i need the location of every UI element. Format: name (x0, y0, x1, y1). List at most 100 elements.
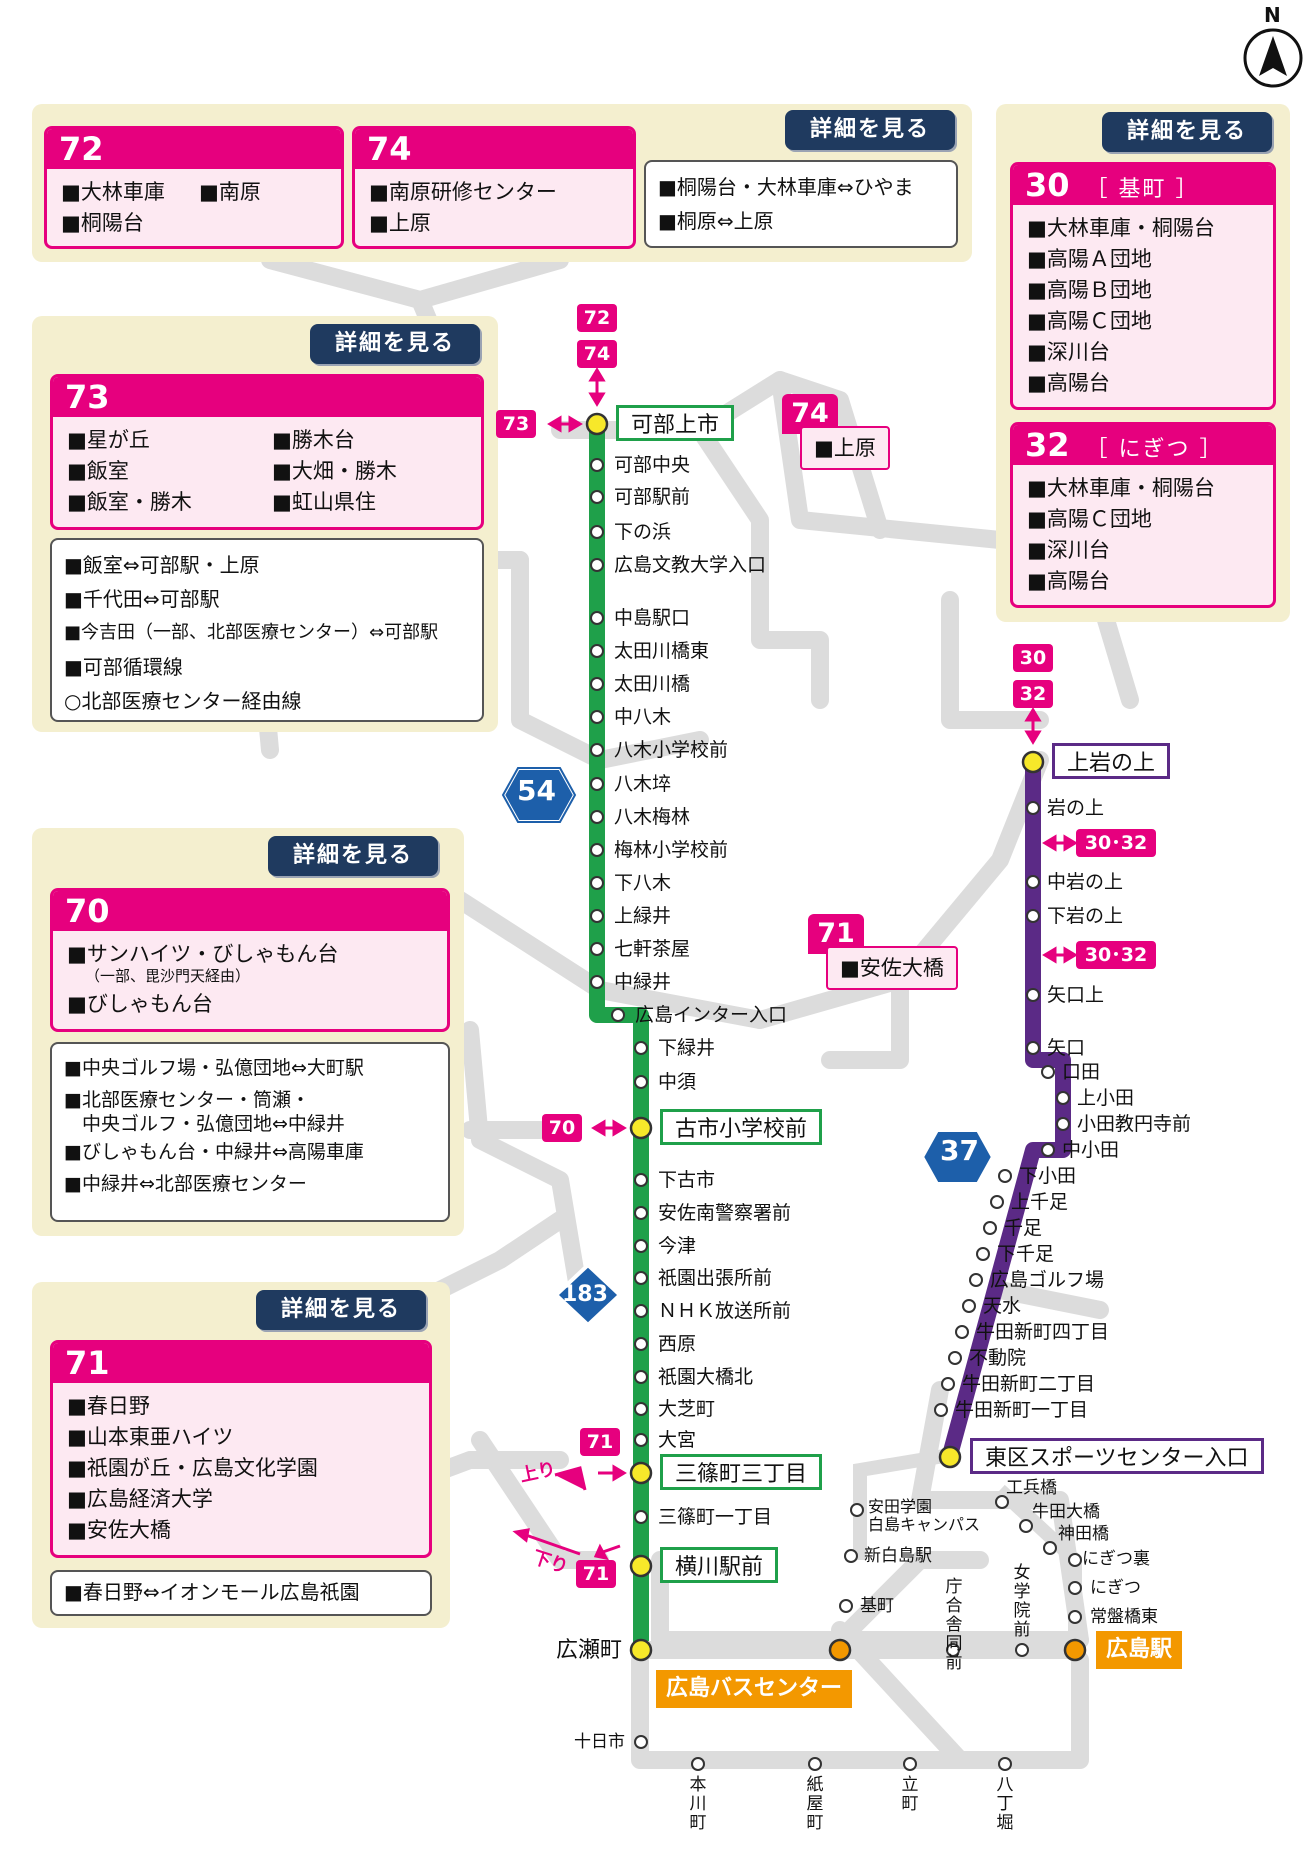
detail-button-71[interactable]: 詳細を見る (256, 1290, 426, 1330)
stop-motomachi: 基町 (860, 1596, 894, 1616)
green-stop-marker (634, 1433, 648, 1447)
callout-74-number: 74 (782, 394, 838, 434)
stop-shin-hakushima: 新白島駅 (864, 1546, 932, 1566)
stop-bus-center-marker (828, 1638, 852, 1662)
green-stop-marker (590, 558, 604, 572)
purple-stop-marker (998, 1169, 1012, 1183)
route-30-number-text: 30 (1025, 166, 1070, 204)
green-stop-label: 下緑井 (658, 1037, 716, 1059)
green-stop-label: 七軒茶屋 (614, 938, 691, 960)
green-stop-marker (634, 1370, 648, 1384)
green-stop-marker (634, 1271, 648, 1285)
green-stop-marker (634, 1206, 648, 1220)
stop-kamiiwanoue: 上岩の上 (1052, 743, 1171, 779)
line-entry: ■中緑井⇔北部医療センター (64, 1173, 307, 1195)
route-32-stop: ■大林車庫・桐陽台 (1027, 476, 1215, 500)
route-74-stop: ■上原 (369, 211, 431, 235)
purple-stop-label: 下小田 (1019, 1165, 1077, 1187)
route-71-number: 71 (53, 1343, 429, 1383)
callout-route-74: 74 ■上原 (782, 394, 890, 470)
tag-route-74: 74 (577, 340, 617, 368)
green-stop-label: 下古市 (658, 1169, 716, 1191)
route-73-stop: ■星が丘 (67, 428, 150, 452)
route-73-number: 73 (53, 377, 481, 417)
purple-stop-marker (1041, 1065, 1055, 1079)
purple-stop-marker (1056, 1117, 1070, 1131)
purple-stop-marker (983, 1221, 997, 1235)
stop-hiroshima-station-marker (1063, 1638, 1087, 1662)
route-30-stop: ■高陽Ｂ団地 (1027, 278, 1152, 302)
purple-stop-marker (1056, 1091, 1070, 1105)
card-route-72: 72 ■大林車庫 ■南原 ■桐陽台 (44, 126, 344, 249)
line-entry: ■中央ゴルフ場・弘億団地⇔大町駅 (64, 1057, 364, 1079)
green-stop-marker (634, 1075, 648, 1089)
green-stop-marker (590, 909, 604, 923)
detail-button-70[interactable]: 詳細を見る (268, 836, 438, 876)
route-30-stop: ■高陽台 (1027, 371, 1110, 395)
north-compass-icon (1243, 28, 1303, 88)
green-stop-label: 梅林小学校前 (614, 839, 729, 861)
green-stop-marker (634, 1304, 648, 1318)
card-route-70: 70 ■サンハイツ・びしゃもん台 （一部、毘沙門天経由） ■びしゃもん台 (50, 888, 450, 1032)
detail-button-30-32[interactable]: 詳細を見る (1102, 112, 1272, 152)
line-entry: 中央ゴルフ・弘億団地⇔中緑井 (82, 1113, 345, 1135)
stop-kamiiwa-marker (1021, 750, 1045, 774)
stop-kabe-kamiichi-marker (585, 412, 609, 436)
green-stop-label: 八木小学校前 (614, 739, 729, 761)
route-71-stop: ■安佐大橋 (67, 1518, 171, 1542)
green-stop-label: 中緑井 (614, 971, 672, 993)
purple-stop-label: 口田 (1062, 1061, 1101, 1083)
purple-stop-marker (1026, 1041, 1040, 1055)
stop-tokaichi: 十日市 (574, 1732, 625, 1752)
route-70-stop-note: （一部、毘沙門天経由） (85, 967, 251, 985)
purple-line-stops (934, 801, 1070, 1417)
route-70-stop: ■びしゃもん台 (67, 992, 213, 1016)
route-37-shield-icon (919, 1128, 996, 1186)
detail-button-72-74[interactable]: 詳細を見る (785, 110, 955, 150)
purple-stop-marker (990, 1195, 1004, 1209)
green-stop-label: 中八木 (614, 706, 672, 728)
purple-stop-marker (1026, 801, 1040, 815)
card-route-73: 73 ■星が丘 ■勝木台 ■飯室 ■大畑・勝木 ■飯室・勝木 ■虹山県住 (50, 374, 484, 530)
green-stop-label: 三篠町一丁目 (658, 1506, 773, 1528)
route-73-stop: ■飯室・勝木 (67, 490, 192, 514)
purple-stop-marker (969, 1273, 983, 1287)
stop-furuichi-shogakko: 古市小学校前 (660, 1109, 823, 1145)
route-30-number: 30 ［ 基町 ］ (1013, 165, 1273, 205)
green-stop-label: 広島文教大学入口 (614, 554, 767, 576)
green-stop-marker (590, 677, 604, 691)
purple-stop-label: 下岩の上 (1047, 905, 1124, 927)
stop-kamiyacho: 紙屋町 (806, 1775, 824, 1833)
route-32-number-text: 32 (1025, 426, 1070, 464)
detail-button-73[interactable]: 詳細を見る (310, 324, 480, 364)
stop-kohei-bashi: 工兵橋 (1006, 1478, 1057, 1498)
route-74-stop: ■南原研修センター (369, 180, 557, 204)
line-entry: ■飯室⇔可部駅・上原 (64, 553, 260, 577)
stop-yasuda-gakuen: 安田学園 (868, 1497, 933, 1516)
card-route-74: 74 ■南原研修センター ■上原 (352, 126, 636, 249)
stop-higashiku-marker (938, 1445, 962, 1469)
green-stop-label: 下八木 (614, 872, 672, 894)
tag-route-32: 32 (1013, 680, 1053, 708)
purple-stop-label: 牛田新町一丁目 (955, 1399, 1089, 1421)
card-route-71: 71 ■春日野 ■山本東亜ハイツ ■祇園が丘・広島文化学園 ■広島経済大学 ■安… (50, 1340, 432, 1558)
lines-box-73: ■飯室⇔可部駅・上原 ■千代田⇔可部駅 ■今吉田（一部、北部医療センター）⇔可部… (50, 538, 484, 722)
route-32-stop: ■高陽台 (1027, 569, 1110, 593)
purple-stop-marker (948, 1351, 962, 1365)
green-stop-label: ＮＨＫ放送所前 (658, 1300, 792, 1322)
route-30-sub: ［ 基町 ］ (1085, 177, 1200, 202)
tag-route-30-32-b: 30･32 (1076, 941, 1156, 969)
stop-sanjo-3-marker (629, 1461, 653, 1485)
route-73-stop: ■大畑・勝木 (272, 459, 397, 483)
line-entry: ■桐陽台・大林車庫⇔ひやま (658, 175, 914, 199)
green-stop-label: 八木梅林 (614, 806, 691, 828)
green-line-stops (590, 458, 648, 1524)
stop-tokiwabashi-higashi: 常盤橋東 (1090, 1607, 1158, 1627)
stop-hirosecho-marker (629, 1638, 653, 1662)
route-73-stop: ■飯室 (67, 459, 129, 483)
route-71-stop: ■祇園が丘・広島文化学園 (67, 1456, 318, 1480)
green-stop-marker (590, 843, 604, 857)
green-stop-label: 太田川橋 (614, 673, 691, 695)
route-71-stop: ■山本東亜ハイツ (67, 1425, 234, 1449)
green-stop-marker (590, 710, 604, 724)
